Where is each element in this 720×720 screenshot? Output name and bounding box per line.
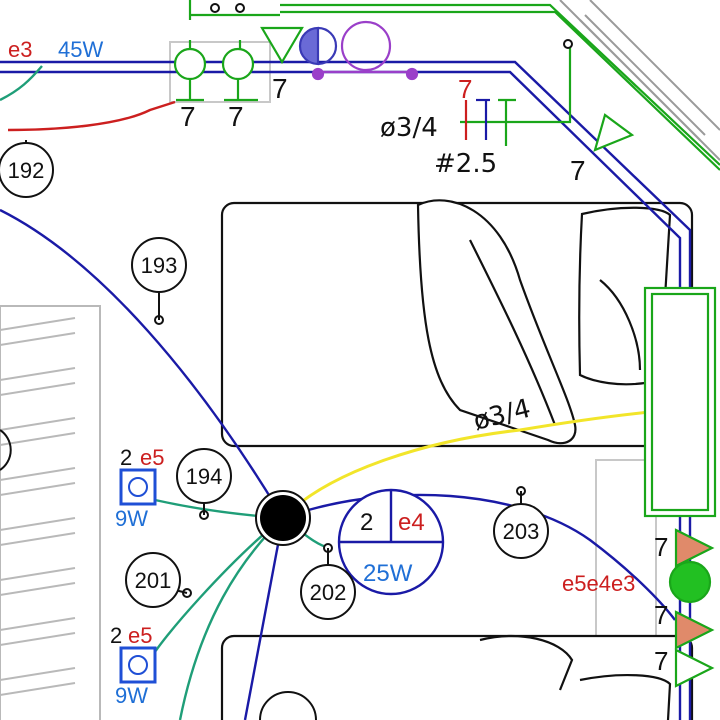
wall-fixture-group [298, 20, 419, 81]
receptacle-a-wattage: 9W [115, 506, 148, 531]
shelving-unit [0, 305, 101, 720]
switch-height-label-c: 7 [272, 73, 288, 104]
window-frame [559, 0, 720, 161]
outlet-height-3: 7 [654, 646, 668, 676]
receptacle-b-count: 2 [110, 623, 122, 648]
tag-192-label: 192 [8, 158, 45, 183]
tag-203-label: 203 [503, 519, 540, 544]
second-bed [220, 634, 694, 720]
switch-height-label-b: 7 [228, 101, 244, 132]
receptacle-a-count: 2 [120, 445, 132, 470]
fixture-count: 2 [360, 509, 373, 536]
red-fixture-wire [7, 100, 176, 132]
conduit-size-top: ø3/4 [380, 113, 438, 143]
fixture-wattage: 25W [363, 560, 413, 587]
outlet-height-2: 7 [654, 600, 668, 630]
home-run-hub [255, 490, 311, 546]
tag-193-label: 193 [141, 253, 178, 278]
tag-201-label: 201 [135, 568, 172, 593]
tag-193: 193 [131, 237, 187, 320]
fixture-circuit: e4 [398, 509, 425, 536]
receptacle-a-circuit: e5 [140, 445, 164, 470]
ceiling-receptacle-b [119, 646, 157, 684]
tag-194: 194 [176, 448, 232, 515]
receptacle-b-wattage: 9W [115, 683, 148, 708]
wire-gauge-label: #2.5 [434, 149, 497, 179]
circuit-group-label: e5e4e3 [562, 571, 635, 596]
yellow-feed [281, 410, 651, 520]
partial-tag-left [0, 429, 12, 471]
tag-203: 203 [493, 491, 549, 559]
tag-194-label: 194 [186, 464, 223, 489]
receptacle-b-circuit: e5 [128, 623, 152, 648]
bed [220, 199, 694, 448]
circuit-e3-label: e3 [8, 37, 32, 62]
green-switch-wiring [173, 0, 720, 688]
tag-202-label: 202 [310, 580, 347, 605]
partial-tag-bottom [259, 691, 317, 720]
drop-marker [464, 98, 490, 140]
tag-192: 192 [0, 140, 54, 198]
tag-202: 202 [300, 548, 356, 620]
ceiling-receptacle-a [119, 468, 157, 506]
outlet-height-1: 7 [654, 532, 668, 562]
wattage-45w-label: 45W [58, 37, 103, 62]
tag-201: 201 [125, 552, 188, 608]
switch-height-label-a: 7 [180, 101, 196, 132]
switch-height-label-right: 7 [570, 155, 586, 186]
drop-height-label: 7 [458, 74, 472, 104]
